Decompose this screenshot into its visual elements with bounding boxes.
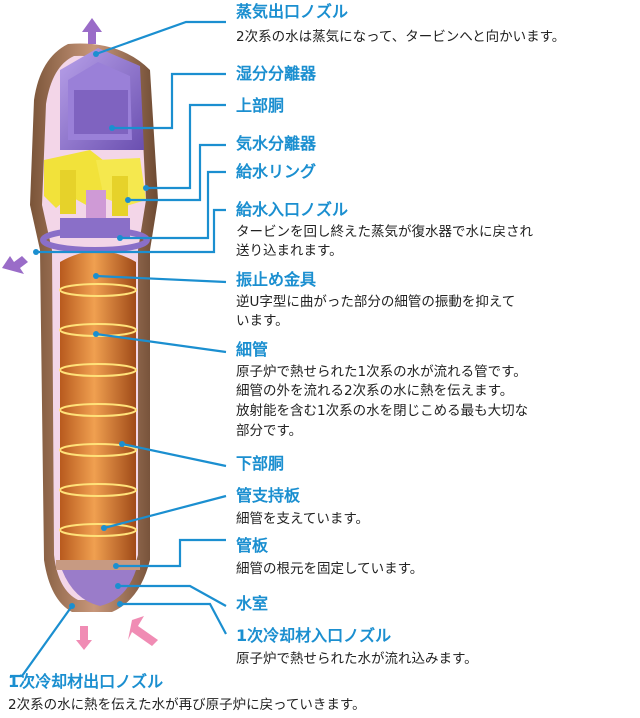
leader-primary-outlet xyxy=(10,605,73,678)
tube-bundle-shape xyxy=(59,251,137,560)
label-anti-vibration-bar: 振止め金具 xyxy=(236,270,317,289)
moisture-separator-shape xyxy=(60,48,144,150)
label-lower-shell: 下部胴 xyxy=(236,454,285,473)
desc-steam-outlet: 2次系の水は蒸気になって、タービンへと向かいます。 xyxy=(236,29,566,45)
label-steam-outlet: 蒸気出口ノズル xyxy=(236,2,349,21)
leader-feedwater-ring xyxy=(120,170,226,240)
desc-heat-tubes-4: 部分です。 xyxy=(236,423,303,439)
label-water-chamber: 水室 xyxy=(236,594,269,613)
desc-tube-support-plate: 細管を支えています。 xyxy=(236,511,369,527)
label-moisture-separator: 湿分分離器 xyxy=(236,64,317,83)
leader-tube-support-plate xyxy=(103,494,227,530)
label-feedwater-inlet: 給水入口ノズル xyxy=(236,200,349,219)
water-chamber-shape xyxy=(62,570,136,606)
leader-steam-outlet xyxy=(95,20,226,56)
label-upper-shell: 上部胴 xyxy=(236,96,285,115)
leader-lines xyxy=(10,20,227,678)
leader-anti-vibration-bar xyxy=(95,274,227,284)
feedwater-inlet-arrow xyxy=(2,256,28,274)
leader-primary-inlet xyxy=(120,602,227,635)
desc-tube-sheet: 細管の根元を固定しています。 xyxy=(236,561,424,577)
label-tube-sheet: 管板 xyxy=(236,536,269,555)
desc-anti-vibration-bar-2: います。 xyxy=(236,313,289,329)
feedwater-ring-shape xyxy=(40,218,150,253)
label-primary-outlet: 1次冷却材出口ノズル xyxy=(8,672,164,691)
leader-tube-sheet xyxy=(116,538,226,568)
desc-primary-outlet: 2次系の水に熱を伝えた水が再び原子炉に戻っていきます。 xyxy=(8,697,366,713)
leader-moisture-separator xyxy=(112,72,226,130)
label-feedwater-ring: 給水リング xyxy=(236,162,317,181)
primary-outlet-arrow xyxy=(76,626,92,650)
desc-primary-inlet: 原子炉で熱せられた水が流れ込みます。 xyxy=(236,651,478,667)
label-primary-inlet: 1次冷却材入口ノズル xyxy=(236,626,392,645)
leader-heat-tubes xyxy=(95,332,227,354)
leader-steam-water-separator xyxy=(128,143,226,202)
steam-water-separator-shape xyxy=(44,150,146,220)
steam-outlet-arrow xyxy=(82,18,102,44)
primary-inlet-arrow xyxy=(128,616,158,646)
leader-upper-shell xyxy=(146,103,226,190)
desc-anti-vibration-bar-1: 逆U字型に曲がった部分の細管の振動を抑えて xyxy=(236,294,516,310)
leader-feedwater-inlet xyxy=(36,208,226,254)
leader-lower-shell xyxy=(121,442,227,468)
desc-feedwater-inlet-2: 送り込まれます。 xyxy=(236,243,343,259)
label-tube-support-plate: 管支持板 xyxy=(236,486,301,505)
desc-heat-tubes-1: 原子炉で熱せられた1次系の水が流れる管です。 xyxy=(236,364,527,380)
label-steam-water-separator: 気水分離器 xyxy=(236,134,317,153)
desc-feedwater-inlet-1: タービンを回し終えた蒸気が復水器で水に戻され xyxy=(236,224,533,240)
desc-heat-tubes-2: 細管の外を流れる2次系の水に熱を伝えます。 xyxy=(236,383,514,399)
label-heat-tubes: 細管 xyxy=(236,340,269,359)
leader-water-chamber xyxy=(118,584,227,607)
desc-heat-tubes-3: 放射能を含む1次系の水を閉じこめる最も大切な xyxy=(236,403,529,419)
tube-sheet-shape xyxy=(56,560,140,570)
